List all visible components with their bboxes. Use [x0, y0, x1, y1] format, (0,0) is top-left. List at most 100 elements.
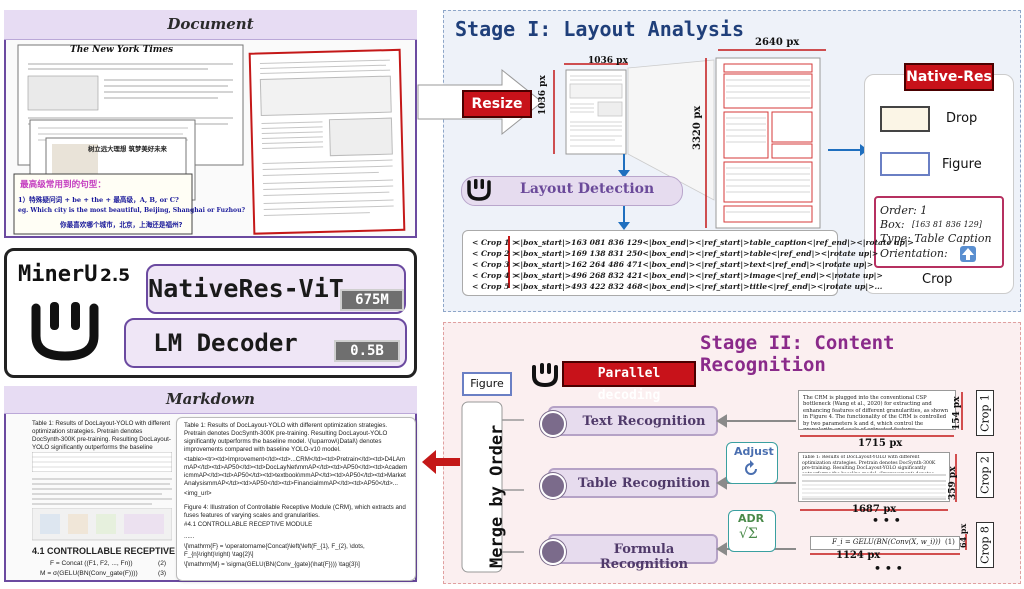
crop-row-tag: < Crop 4 >	[472, 271, 519, 280]
crop-row-text: <|box_start|>163 081 836 129<|box_end|><…	[514, 238, 914, 247]
md-preview-figure	[32, 508, 172, 541]
md-raw-formula-2: \[\mathrm{M} = \sigma(GELU(BN(Conv_{gate…	[184, 561, 360, 568]
crop-2-width: 1687 px	[852, 504, 897, 515]
native-res-label: Native-Res	[904, 63, 994, 91]
small-width-label: 1036 px	[588, 56, 628, 66]
crop-1-dim-lines	[800, 392, 963, 437]
crop-dots-1: • • •	[872, 514, 901, 527]
crop-row-tag: < Crop 1 >	[472, 238, 519, 247]
md-preview-section: 4.1 CONTROLLABLE RECEPTIVE MODULE	[32, 546, 217, 556]
layout-arrows	[618, 154, 630, 230]
merge-bracket	[422, 401, 524, 573]
crop-1-image: The CRM is plugged into the conventional…	[798, 390, 956, 430]
md-preview-paragraph	[32, 478, 172, 505]
mineru-brand: MinerU	[18, 262, 98, 287]
resized-page	[565, 69, 627, 155]
sqrt-sigma-icon: √Σ	[739, 526, 758, 542]
small-height-label: 1036 px	[538, 75, 548, 115]
crop-orientation: Orientation:	[880, 247, 948, 260]
crop-2-image	[798, 452, 950, 502]
adjust-label: Adjust	[734, 445, 774, 458]
crop-output-divider	[508, 236, 510, 288]
crop-2-height: 359 px	[948, 466, 958, 500]
layout-detection-pill	[461, 176, 683, 206]
figure-legend-label: Figure	[942, 157, 982, 172]
text-recognition-box: Text Recognition	[540, 406, 718, 437]
crop-order: Order: 1	[880, 204, 928, 217]
crop-output-box	[462, 230, 838, 296]
crop-8-width: 1124 px	[836, 550, 881, 561]
large-width-label: 2640 px	[755, 37, 800, 48]
stage-1-title: Stage I: Layout Analysis	[455, 17, 744, 41]
parallel-decoding-label: Parallel decoding	[562, 361, 696, 403]
crop-row-tag: < Crop 3 >	[472, 260, 519, 269]
md-preview-formula-2: M = σ(GELU(BN(Conv_gate(F))))	[40, 570, 138, 577]
zoom-connector	[627, 59, 715, 201]
crop-row-text: <|box_start|>162 264 486 471<|box_end|><…	[514, 260, 874, 269]
figure-swatch	[880, 152, 930, 176]
crop-2-dim-lines	[800, 454, 957, 511]
table-recognition-box: Table Recognition	[540, 468, 718, 499]
small-dim-lines	[553, 63, 628, 154]
nyt-masthead: The New York Times	[70, 45, 174, 55]
document-thumbnails	[13, 44, 406, 235]
formula-recognition-label: Formula Recognition	[599, 542, 689, 572]
rotate-icon	[745, 460, 757, 475]
layout-detection-logo-icon	[467, 179, 491, 201]
vit-size-badge: 675M	[340, 289, 404, 311]
crop-2-tag: Crop 2	[976, 452, 994, 498]
drop-legend-label: Drop	[946, 111, 978, 126]
crop-1-tag: Crop 1	[976, 390, 994, 436]
crop-box-label: Box:	[880, 218, 905, 231]
text-recognition-label: Text Recognition	[582, 414, 706, 429]
crop-info-box	[874, 196, 1004, 268]
adr-label: ADR	[738, 512, 765, 525]
resize-label: Resize	[462, 90, 532, 118]
markdown-title: Markdown	[4, 386, 417, 414]
crop-8-image	[810, 536, 960, 550]
crop-row-text: <|box_start|>169 138 831 250<|box_end|><…	[514, 249, 879, 258]
crop-box-value: [163 81 836 129]	[912, 220, 982, 229]
md-preview-formula-1: F = Concat ((F1, F2, ..., Fn))	[50, 560, 133, 567]
mineru-logo-icon	[31, 302, 99, 361]
md-raw-formula-1: \[\mathrm{F} = \operatorname{Concat}\lef…	[184, 543, 365, 558]
text-recognition-gear-icon	[540, 411, 566, 437]
crop-2-table	[802, 474, 946, 500]
large-height-label: 3320 px	[692, 105, 703, 150]
md-preview-table	[32, 452, 172, 472]
md-raw-dots: ......	[184, 533, 195, 540]
md-raw-card	[176, 417, 416, 581]
rotate-up-icon	[960, 246, 976, 262]
drop-swatch	[880, 106, 930, 132]
md-raw-figure-caption: Figure 4: Illustration of Controllable R…	[184, 504, 406, 519]
document-title: Document	[4, 10, 417, 40]
large-dim-lines	[705, 49, 826, 228]
crop-8-eq: (1)	[945, 538, 955, 546]
parallel-logo-icon	[532, 363, 558, 388]
question-line-2: eg. Which city is the most beautiful, Be…	[18, 207, 246, 214]
md-preview-eq-3: (3)	[158, 570, 167, 577]
crop-8-tag: Crop 8	[976, 522, 994, 568]
crop-row-tag: < Crop 5 >	[472, 282, 519, 291]
adr-box	[728, 510, 776, 552]
formula-recognition-gear-icon	[540, 539, 566, 565]
md-raw-img-url: <img_url>	[184, 490, 212, 497]
nativeres-vit-label: NativeRes-ViT	[148, 274, 344, 303]
crop-legend-label: Crop	[922, 272, 953, 287]
formula-recognition-box: Formula Recognition	[540, 534, 718, 572]
stage-2-title: Stage II: Content Recognition	[700, 332, 895, 376]
crop-2-caption: Table 1: Results of DocLayout-YOLO with …	[802, 455, 936, 473]
crop-8-height: 64 px	[958, 523, 968, 548]
merge-by-order-label: Merge by Order	[487, 424, 507, 568]
md-raw-table: <table><tr><td>Improvement</td><td>...CR…	[184, 456, 408, 487]
crop-1-width: 1715 px	[858, 438, 903, 449]
crop-type: Type: Table Caption	[880, 232, 992, 245]
table-recognition-gear-icon	[540, 473, 566, 499]
question-title: 最高级常用到的句型：	[20, 180, 106, 190]
crop-row-text: <|box_start|>493 422 832 468<|box_end|><…	[514, 282, 883, 291]
chinese-heading: 树立远大理想 筑梦美好未来	[88, 145, 167, 153]
question-line-1: 1）特殊疑问词 + be + the + 最高级，A, B, or C?	[18, 196, 179, 204]
figure-tag: Figure	[462, 372, 512, 396]
crop-8-formula: F_i = GELU(BN(Conv(X, w_i)))	[832, 538, 941, 546]
crop-8-dim-lines	[810, 534, 967, 555]
